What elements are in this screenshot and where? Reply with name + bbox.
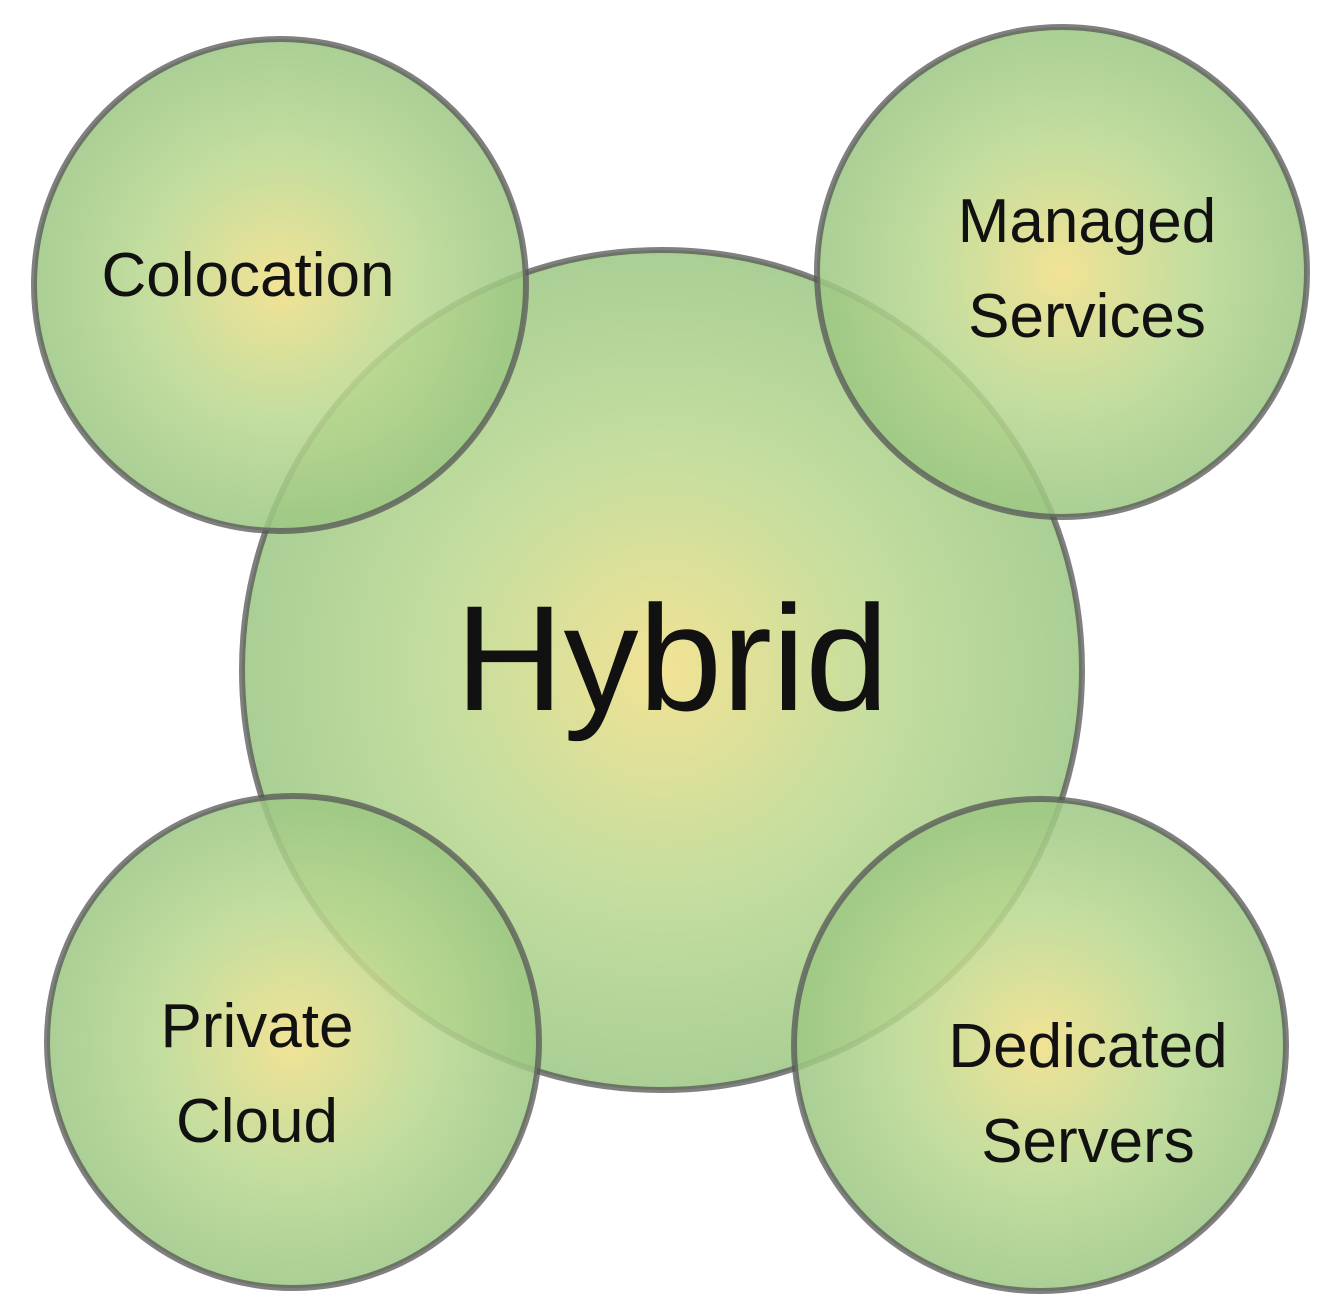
hybrid-label: Hybrid <box>455 574 888 742</box>
managed-services-circle-shape <box>814 24 1310 520</box>
managed-services-label-line2: Services <box>968 282 1206 351</box>
colocation-label: Colocation <box>102 241 395 310</box>
dedicated-servers-circle-shape <box>791 796 1289 1294</box>
managed-services-label-line1: Managed <box>958 187 1217 256</box>
private-cloud-circle: Private Cloud <box>44 793 542 1291</box>
dedicated-servers-label-line2: Servers <box>981 1107 1195 1176</box>
private-cloud-label-line1: Private <box>161 992 354 1061</box>
colocation-circle-shape <box>31 36 529 534</box>
dedicated-servers-circle: Dedicated Servers <box>791 796 1289 1294</box>
managed-services-circle: Managed Services <box>814 24 1310 520</box>
colocation-circle: Colocation <box>31 36 529 534</box>
dedicated-servers-label-line1: Dedicated <box>948 1012 1227 1081</box>
private-cloud-label-line2: Cloud <box>176 1087 338 1156</box>
private-cloud-circle-shape <box>44 793 542 1291</box>
